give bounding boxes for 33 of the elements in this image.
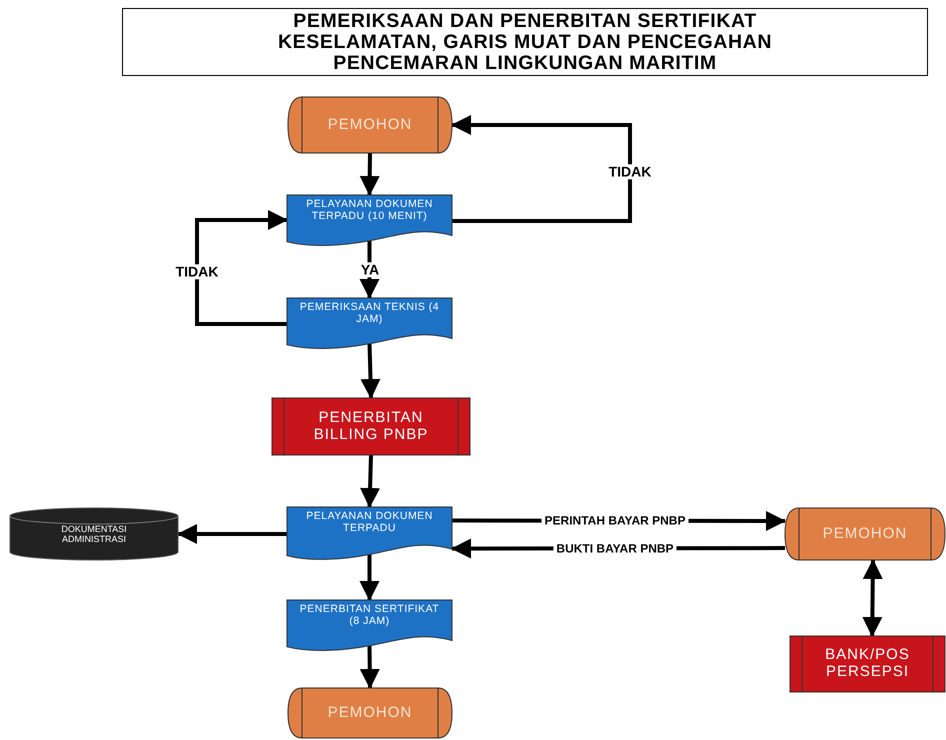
database-cylinder	[10, 508, 178, 560]
node-label: BANK/POS PERSEPSI	[824, 647, 911, 681]
terminal-shape	[785, 508, 945, 560]
arrow	[360, 644, 380, 689]
node-label: PENERBITAN SERTIFIKAT (8 JAM)	[299, 604, 440, 628]
node-label: PEMOHON	[328, 704, 412, 722]
node-label: PEMOHON	[822, 526, 908, 542]
document-shape	[287, 298, 452, 350]
document-shape	[287, 195, 452, 247]
title: PEMERIKSAAN DAN PENERBITAN SERTIFIKAT KESELAMATAN, GARIS MUAT DAN PENCEGAHAN PENCEMARAN LINGKUNGAN MARITIM	[122, 8, 928, 76]
arrow	[177, 524, 288, 544]
arrow	[360, 152, 380, 196]
arrow	[360, 553, 380, 601]
node-label: PEMERIKSAAN TEKNIS (4 JAM)	[299, 302, 440, 326]
arrow	[862, 559, 883, 637]
document-shape	[287, 507, 452, 561]
node-label: PELAYANAN DOKUMEN TERPADU (10 MENIT)	[305, 199, 434, 222]
process-shape	[790, 636, 945, 692]
edge-label: BUKTI BAYAR PNBP	[553, 542, 677, 556]
node-label: DOKUMENTASI ADMINISTRASI	[60, 524, 128, 544]
arrow	[360, 342, 380, 399]
node-label: PEMOHON	[328, 116, 412, 134]
arrow	[451, 115, 632, 223]
document-shape	[287, 600, 452, 652]
edge-label: TIDAK	[606, 164, 654, 180]
node-label: PELAYANAN DOKUMEN TERPADU	[305, 511, 434, 534]
arrow	[360, 454, 380, 508]
node-label: PENERBITAN BILLING PNBP	[312, 410, 430, 444]
arrow	[195, 210, 288, 326]
terminal-shape	[288, 688, 452, 738]
edge-label: TIDAK	[172, 264, 222, 280]
terminal-shape	[288, 97, 452, 153]
process-shape	[272, 398, 470, 455]
